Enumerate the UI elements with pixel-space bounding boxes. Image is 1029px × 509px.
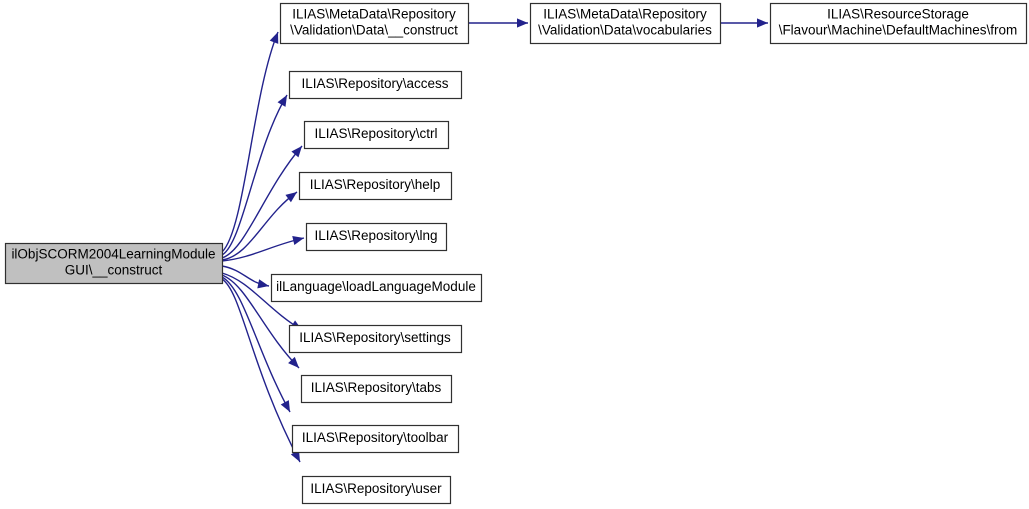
node-box [300, 374, 453, 404]
graph-node-metadata_construct[interactable]: ILIAS\MetaData\Repository\Validation\Dat… [279, 2, 470, 45]
graph-node-settings[interactable]: ILIAS\Repository\settings [288, 324, 463, 354]
graph-node-root[interactable]: ilObjSCORM2004LearningModuleGUI\__constr… [4, 242, 224, 285]
node-label-line: \Flavour\Machine\DefaultMachines\from [779, 23, 1018, 38]
graph-node-defaultmachines_from[interactable]: ILIAS\ResourceStorage\Flavour\Machine\De… [769, 2, 1028, 45]
node-label-line: ILIAS\Repository\tabs [311, 380, 442, 395]
node-label-line: ILIAS\Repository\help [310, 177, 441, 192]
edge-path [221, 94, 288, 256]
edge-path [221, 272, 303, 331]
node-label-line: ILIAS\Repository\lng [314, 228, 437, 243]
graph-node-tabs[interactable]: ILIAS\Repository\tabs [300, 374, 453, 404]
edge-path [221, 276, 291, 413]
node-box [4, 242, 224, 285]
call-edge-root-to-lng [221, 236, 305, 262]
node-label-line: ilLanguage\loadLanguageModule [276, 279, 476, 294]
node-label-line: ILIAS\Repository\toolbar [302, 430, 449, 445]
node-label-line: ILIAS\MetaData\Repository [543, 7, 707, 22]
node-label-line: ilObjSCORM2004LearningModule [11, 247, 215, 262]
edge-arrowhead [285, 192, 297, 203]
node-label-line: ILIAS\Repository\ctrl [314, 126, 437, 141]
call-edge-metadata_construct-to-vocabularies [468, 18, 528, 28]
call-edge-vocabularies-to-defaultmachines_from [720, 18, 768, 28]
edge-arrowhead [288, 356, 299, 368]
call-edge-root-to-access [221, 94, 288, 256]
edge-arrowhead [277, 95, 287, 107]
node-label-line: ILIAS\Repository\access [301, 76, 448, 91]
graph-node-toolbar[interactable]: ILIAS\Repository\toolbar [291, 424, 460, 454]
graph-node-access[interactable]: ILIAS\Repository\access [288, 70, 463, 100]
node-label-line: \Validation\Data\vocabularies [538, 23, 712, 38]
node-box [305, 222, 448, 252]
node-box [291, 424, 460, 454]
call-edge-root-to-tabs [221, 274, 300, 369]
edge-path [221, 274, 300, 369]
edge-arrowhead [757, 18, 768, 28]
edge-arrowhead [269, 32, 279, 44]
node-box [270, 273, 483, 303]
node-label-line: ILIAS\ResourceStorage [827, 7, 969, 22]
node-box [529, 2, 722, 45]
node-box [279, 2, 470, 45]
node-label-line: ILIAS\Repository\user [310, 481, 442, 496]
call-edge-root-to-help [221, 191, 298, 261]
node-box [288, 70, 463, 100]
edge-path [221, 31, 279, 253]
node-box [298, 171, 453, 201]
call-edge-root-to-ctrl [221, 145, 303, 259]
node-layer: ilObjSCORM2004LearningModuleGUI\__constr… [4, 2, 1028, 505]
graph-node-ctrl[interactable]: ILIAS\Repository\ctrl [303, 120, 450, 150]
node-box [301, 475, 452, 505]
graph-node-lng[interactable]: ILIAS\Repository\lng [305, 222, 448, 252]
edge-arrowhead [517, 18, 528, 28]
edge-arrowhead [292, 236, 304, 245]
edge-arrowhead [257, 279, 269, 289]
node-label-line: \Validation\Data\__construct [290, 23, 458, 38]
node-label-line: ILIAS\Repository\settings [299, 330, 451, 345]
node-label-line: ILIAS\MetaData\Repository [292, 7, 456, 22]
node-label-line: GUI\__construct [65, 263, 163, 278]
graph-node-user[interactable]: ILIAS\Repository\user [301, 475, 452, 505]
call-edge-root-to-metadata_construct [221, 31, 279, 253]
node-box [769, 2, 1028, 45]
graph-node-help[interactable]: ILIAS\Repository\help [298, 171, 453, 201]
edge-arrowhead [291, 146, 302, 158]
call-edge-root-to-user [221, 278, 301, 463]
node-box [288, 324, 463, 354]
edge-path [221, 278, 301, 463]
call-edge-root-to-loadlanguagemodule [221, 265, 270, 289]
call-edge-root-to-toolbar [221, 276, 291, 413]
graph-node-loadlanguagemodule[interactable]: ilLanguage\loadLanguageModule [270, 273, 483, 303]
edge-arrowhead [280, 400, 290, 412]
graph-node-vocabularies[interactable]: ILIAS\MetaData\Repository\Validation\Dat… [529, 2, 722, 45]
edge-path [221, 191, 298, 261]
node-box [303, 120, 450, 150]
edge-path [221, 145, 303, 259]
